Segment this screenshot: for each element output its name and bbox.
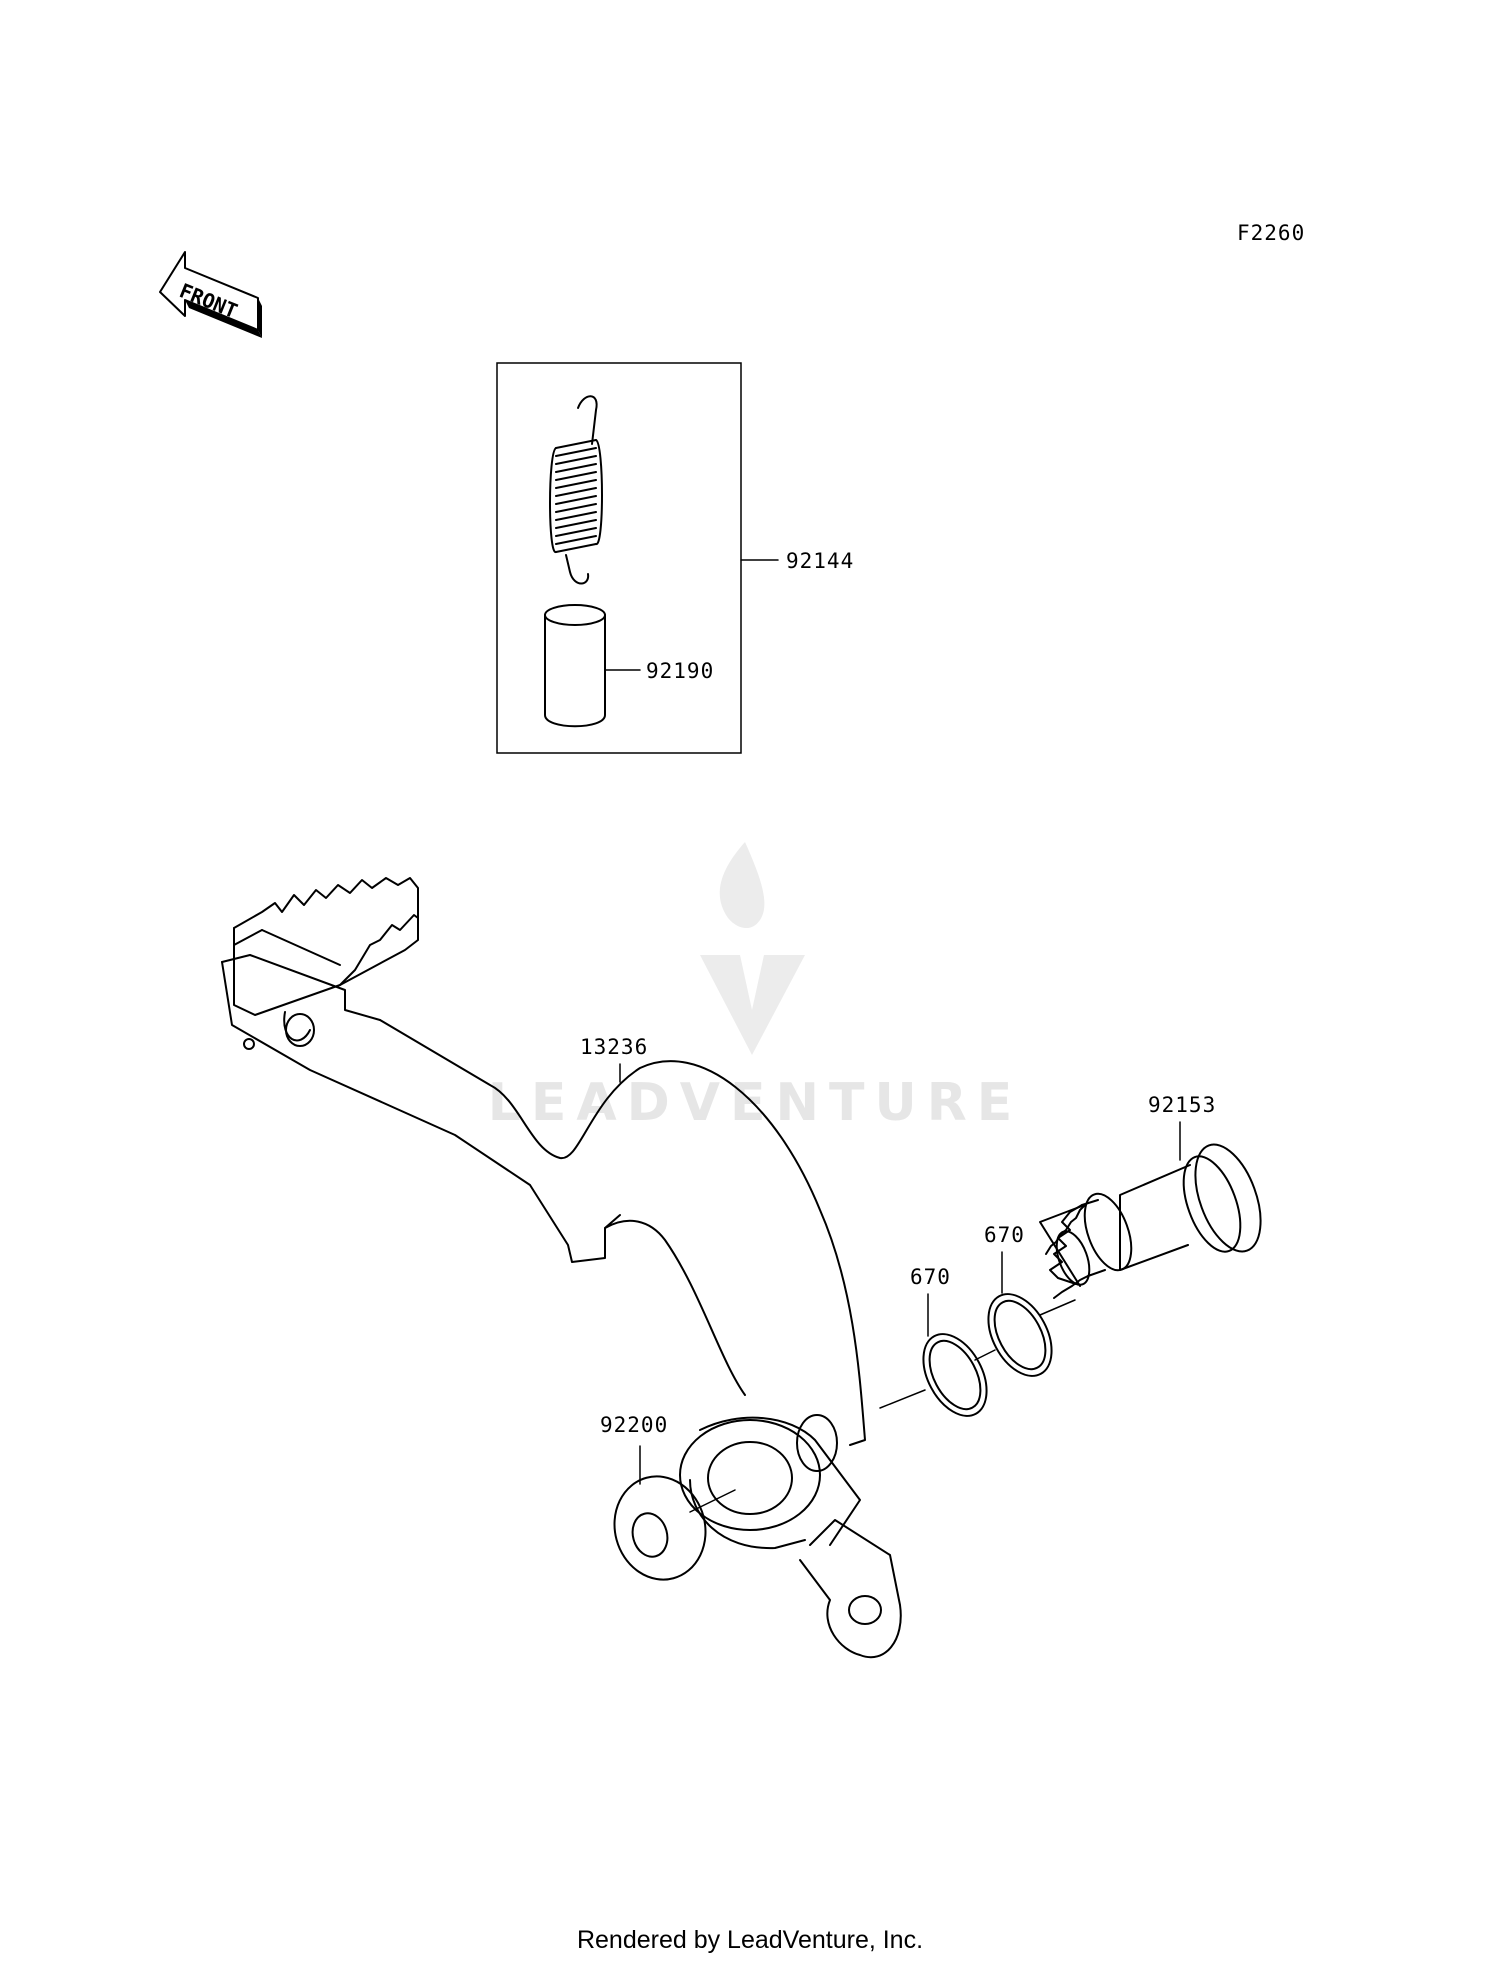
washer bbox=[613, 1475, 707, 1581]
kit-box bbox=[496, 362, 742, 754]
part-label-13236: 13236 bbox=[580, 1035, 648, 1059]
o-ring-right bbox=[987, 1293, 1053, 1377]
brake-pedal bbox=[221, 877, 902, 1658]
part-label-92200: 92200 bbox=[600, 1413, 668, 1437]
footer-credit: Rendered by LeadVenture, Inc. bbox=[576, 1926, 924, 1954]
watermark-text: LEADVENTURE bbox=[488, 1073, 1023, 1133]
sleeve bbox=[544, 604, 606, 728]
part-label-670-left: 670 bbox=[910, 1265, 951, 1289]
shaft-bolt bbox=[1039, 1143, 1262, 1299]
part-label-92144: 92144 bbox=[786, 549, 854, 573]
part-label-670-right: 670 bbox=[984, 1223, 1025, 1247]
part-label-92190: 92190 bbox=[646, 659, 714, 683]
watermark-logo: LEADVENTURE bbox=[488, 842, 1023, 1133]
spring bbox=[549, 395, 603, 585]
diagram-code: F2260 bbox=[1237, 221, 1305, 245]
part-label-92153: 92153 bbox=[1148, 1093, 1216, 1117]
o-ring-left bbox=[922, 1333, 988, 1417]
front-arrow-icon: FRONT bbox=[159, 251, 262, 338]
